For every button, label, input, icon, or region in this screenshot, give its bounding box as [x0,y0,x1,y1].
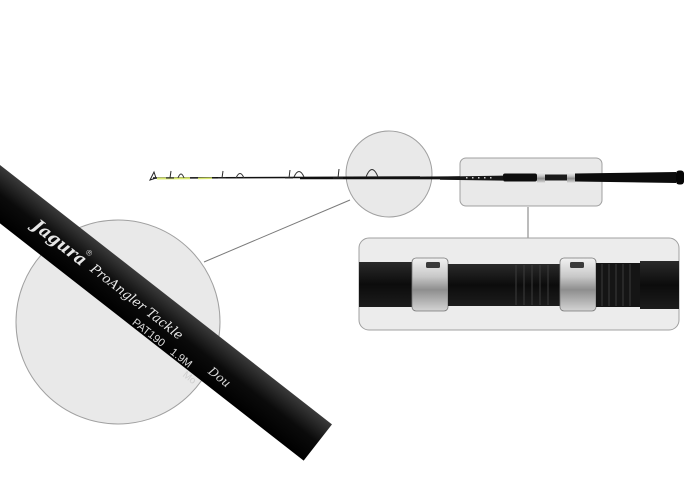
fishing-rod-icon [149,170,684,185]
reel-seat-highlight-box [459,157,603,207]
rod-guide-icon [166,168,343,179]
svg-text:®: ® [84,248,94,259]
reel-seat-closeup [358,237,680,331]
guide-highlight-circle [345,130,433,218]
rod-guide-icon-roller [177,169,379,179]
callout-connector-left [203,199,351,263]
